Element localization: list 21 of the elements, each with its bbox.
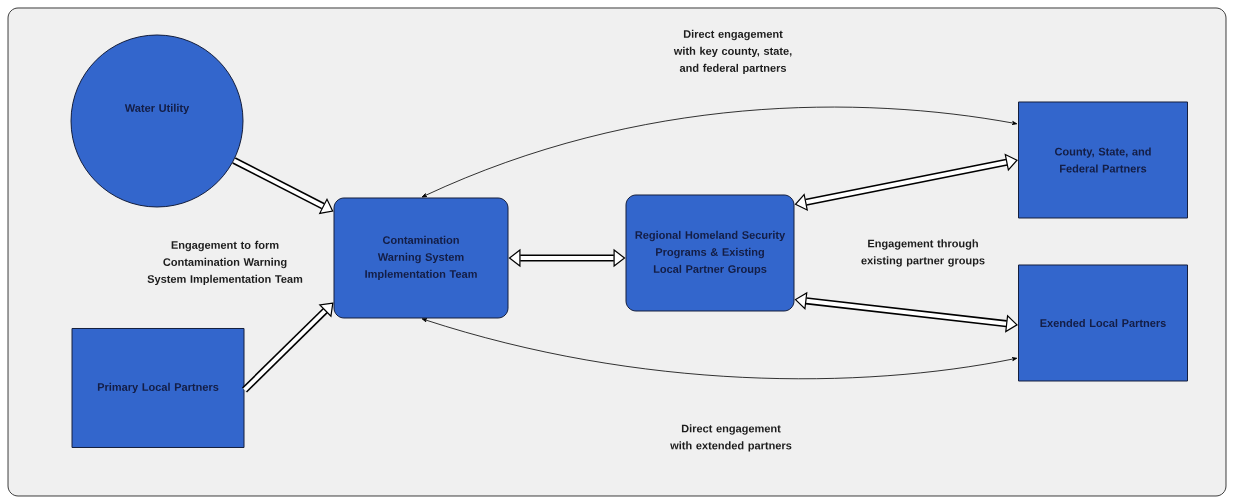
edge-label: Direct engagement with key county, state, and federal partners — [673, 29, 792, 75]
note-text: Engagement through existing partner groups — [861, 239, 985, 267]
rectangle-node — [71, 328, 245, 448]
rectangle-node — [1018, 264, 1188, 382]
node-label: Exended Local Partners — [1040, 318, 1166, 328]
node-label: Contamination Warning System Implementation Team — [365, 235, 477, 281]
edge-label: Direct engagement with extended partners — [670, 424, 792, 452]
note-text: Engagement to form Contamination Warning System Implementation Team — [147, 240, 303, 286]
rectangle-node — [1018, 101, 1188, 219]
node-label: Regional Homeland Security Programs & Existing Local Partner Groups — [635, 230, 786, 276]
node-label: County, State, and Federal Partners — [1054, 147, 1151, 173]
node-label: Water Utility — [124, 103, 190, 115]
circle-node — [70, 34, 244, 208]
curved-arrow — [421, 318, 1018, 380]
curved-arrow — [421, 106, 1018, 198]
block-arrow — [794, 153, 1018, 212]
rounded-box — [625, 194, 795, 312]
node-label: Primary Local Partners — [97, 382, 219, 394]
rounded-box — [333, 197, 509, 319]
block-arrow — [242, 302, 334, 393]
block-arrow — [508, 248, 626, 268]
